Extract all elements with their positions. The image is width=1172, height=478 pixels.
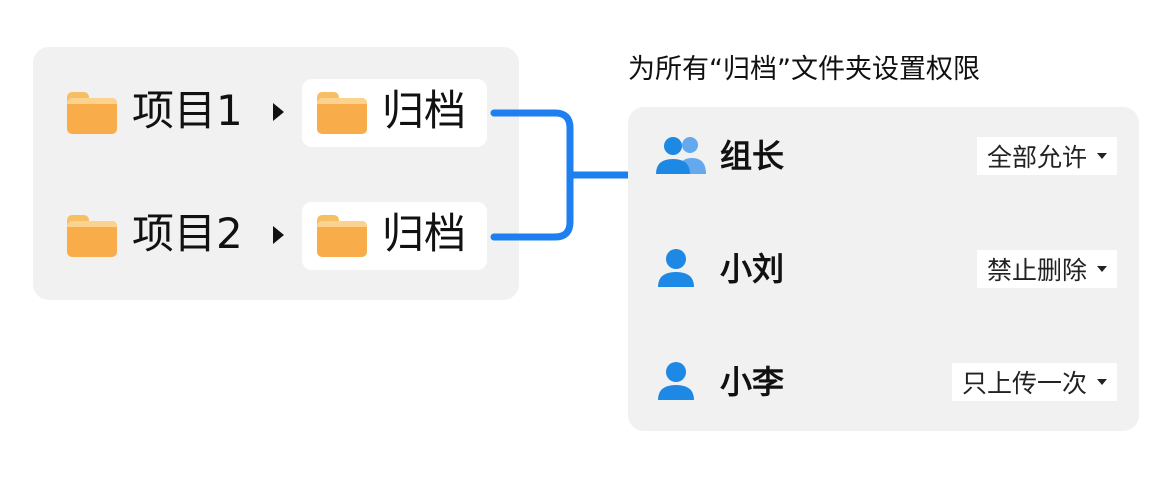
permission-dropdown[interactable]: 只上传一次 xyxy=(951,363,1117,401)
permission-row: 小刘 禁止删除 xyxy=(628,239,1139,299)
user-icon xyxy=(658,249,694,287)
archive-folder-item[interactable]: 归档 xyxy=(302,202,487,270)
folder-icon xyxy=(67,215,117,257)
permission-value: 全部允许 xyxy=(986,143,1087,172)
user-icon xyxy=(658,362,694,400)
folder-icon xyxy=(67,92,117,134)
archive-folder-label: 归档 xyxy=(382,86,467,135)
user-name: 小刘 xyxy=(720,250,785,288)
archive-folder-label: 归档 xyxy=(382,209,467,258)
permission-value: 禁止删除 xyxy=(986,256,1087,285)
caret-down-icon xyxy=(1097,153,1107,159)
bracket-line xyxy=(490,109,574,241)
permission-row: 组长 全部允许 xyxy=(628,126,1139,186)
caret-down-icon xyxy=(1097,379,1107,385)
permission-dropdown[interactable]: 禁止删除 xyxy=(976,250,1117,288)
permission-row: 小李 只上传一次 xyxy=(628,352,1139,412)
project-name: 项目1 xyxy=(132,86,243,135)
permission-value: 只上传一次 xyxy=(961,369,1087,398)
chevron-right-icon xyxy=(273,226,284,244)
permissions-caption: 为所有“归档”文件夹设置权限 xyxy=(628,54,980,85)
archive-folder-item[interactable]: 归档 xyxy=(302,79,487,147)
permission-dropdown[interactable]: 全部允许 xyxy=(976,137,1117,175)
project-name: 项目2 xyxy=(132,209,243,258)
chevron-right-icon xyxy=(273,103,284,121)
project-row: 项目2 归档 xyxy=(33,202,519,270)
user-name: 组长 xyxy=(720,137,785,175)
permissions-panel: 组长 全部允许 小刘 禁止删除 小李 只上传一次 xyxy=(628,107,1139,431)
folder-icon xyxy=(317,215,367,257)
project-row: 项目1 归档 xyxy=(33,79,519,147)
group-icon xyxy=(656,137,706,174)
project-folders-panel: 项目1 归档 项目2 归档 xyxy=(33,47,519,300)
caret-down-icon xyxy=(1097,266,1107,272)
folder-icon xyxy=(317,92,367,134)
user-name: 小李 xyxy=(720,363,785,401)
